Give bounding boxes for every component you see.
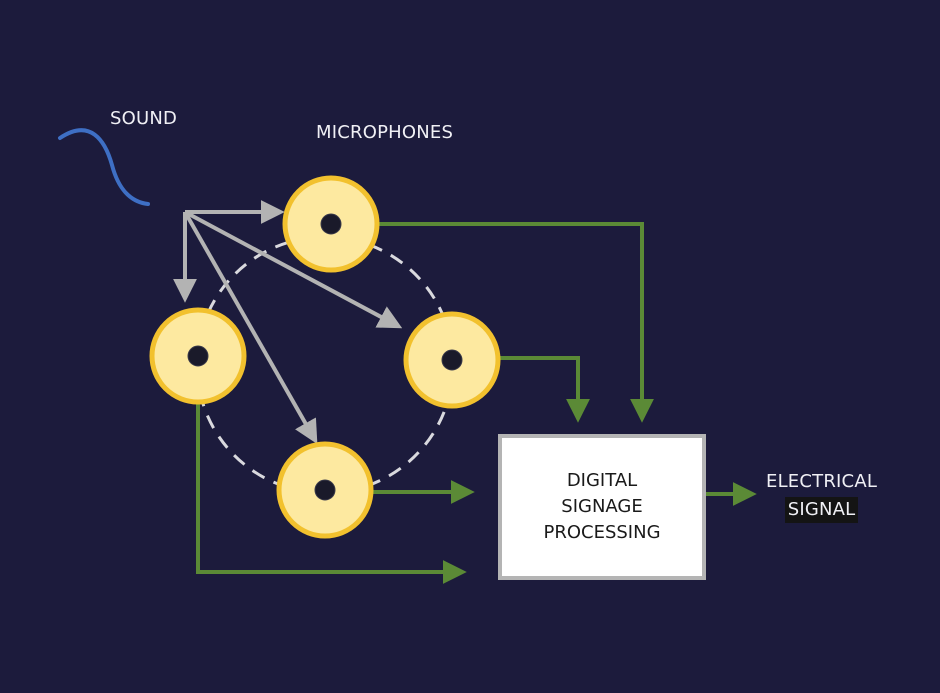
output-label-line-1: ELECTRICAL: [766, 471, 878, 492]
arrow-to-mic-bottom: [183, 211, 318, 445]
processing-label-line-3: PROCESSING: [543, 522, 661, 543]
signal-lines: [196, 222, 757, 584]
sound-label: SOUND: [110, 108, 178, 129]
signal-line-mic-top: [378, 222, 654, 423]
microphones-label: MICROPHONES: [316, 122, 454, 143]
digital-signage-processing-box: DIGITAL SIGNAGE PROCESSING: [498, 434, 706, 580]
microphone-disc-icon: [276, 441, 374, 539]
sound-propagation-arrows: [173, 200, 403, 445]
signal-line-mic-left: [196, 402, 467, 584]
output-label-line-2: SIGNAL: [784, 497, 859, 523]
processing-label-line-1: DIGITAL: [566, 470, 638, 491]
microphone-disc-icon: [282, 175, 380, 273]
processing-label-line-2: SIGNAGE: [561, 496, 643, 517]
microphone-disc-icon: [403, 311, 501, 409]
microphone-disc-icon: [149, 307, 247, 405]
sound-wave-icon: [58, 128, 150, 206]
arrow-to-mic-right: [184, 210, 403, 329]
output-label: ELECTRICAL SIGNAL: [766, 469, 877, 523]
signal-line-mic-right: [498, 356, 590, 423]
microphone-array: [149, 175, 501, 539]
